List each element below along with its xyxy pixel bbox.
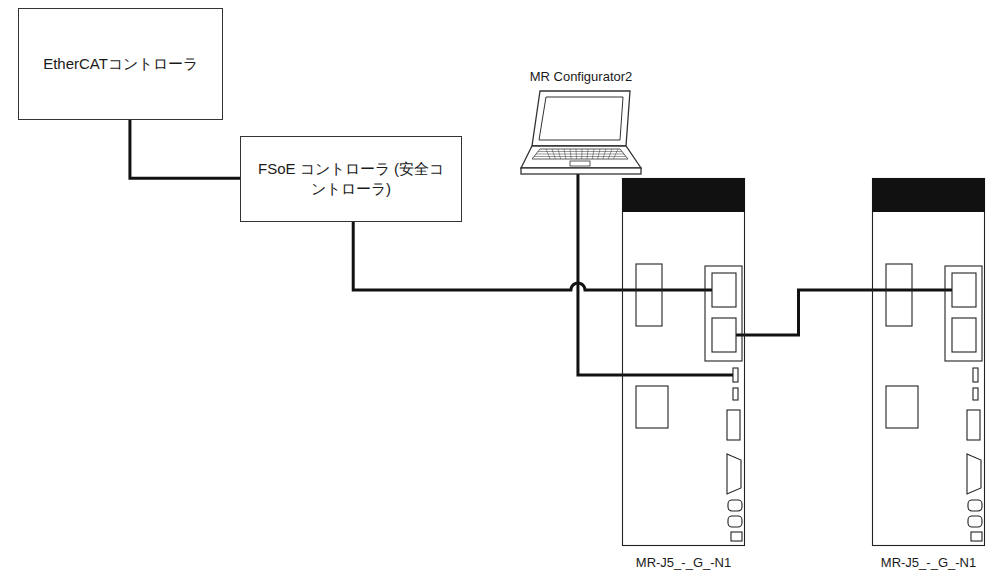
device-label: MR Configurator2 bbox=[528, 68, 635, 86]
safety-controller-box: FSoE コントローラ (安全コントローラ) bbox=[240, 136, 462, 222]
device-label: MR-J5_-_G_-N1 bbox=[634, 554, 733, 572]
box-label: FSoE コントローラ (安全コントローラ) bbox=[241, 159, 461, 200]
laptop-pc: MR Configurator2 bbox=[520, 90, 642, 176]
cable bbox=[353, 222, 712, 290]
cable bbox=[130, 120, 240, 178]
servo-amplifier-illustration bbox=[622, 178, 745, 546]
servo-amplifier-illustration bbox=[872, 178, 985, 546]
device-label: MR-J5_-_G_-N1 bbox=[879, 554, 978, 572]
controller-box: EtherCATコントローラ bbox=[18, 8, 223, 120]
servo-amplifier: MR-J5_-_G_-N1 bbox=[622, 178, 745, 546]
laptop-illustration bbox=[520, 90, 642, 176]
cable bbox=[736, 290, 952, 335]
servo-amplifier: MR-J5_-_G_-N1 bbox=[872, 178, 985, 546]
box-label: EtherCATコントローラ bbox=[33, 54, 208, 74]
